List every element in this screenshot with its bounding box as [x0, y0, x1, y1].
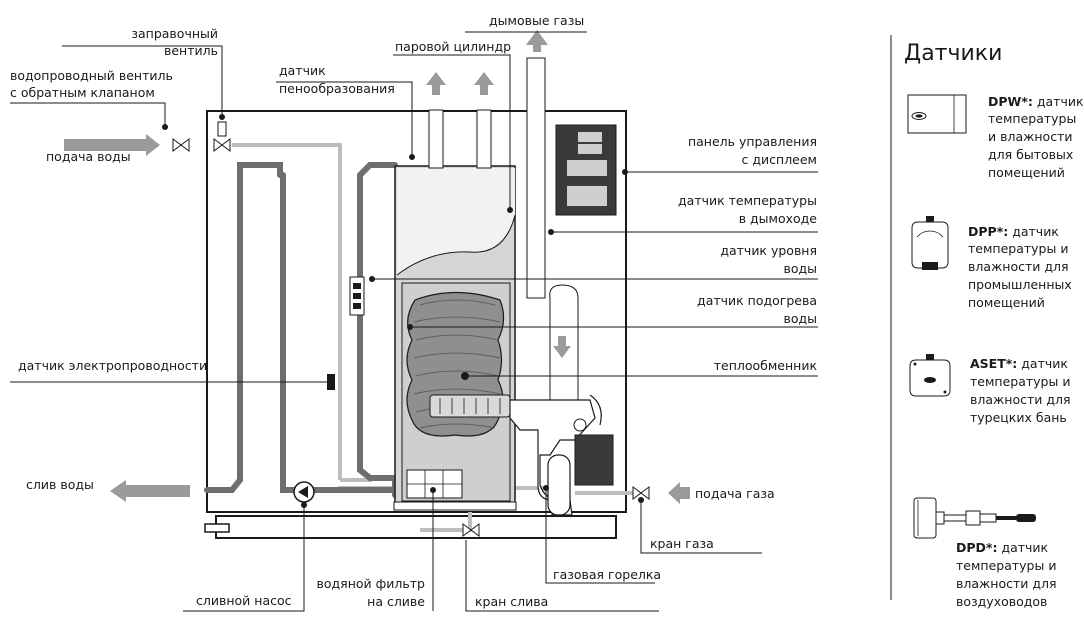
label-steam-cylinder: паровой цилиндр	[395, 39, 511, 54]
leader-dots	[162, 114, 644, 508]
label-gas-burner: газовая горелка	[553, 567, 661, 582]
sensor-dpw-line-2: и влажности	[988, 129, 1072, 144]
label-fill-valve-1: заправочный	[131, 26, 218, 41]
label-heat-exchanger: теплообменник	[714, 358, 818, 373]
steam-outlets	[428, 109, 492, 169]
flue-duct	[526, 30, 579, 401]
drain-stub	[204, 523, 230, 533]
sensor-dpw-line-0: датчик	[1037, 94, 1084, 109]
label-water-supply: подача воды	[46, 149, 131, 164]
label-water-valve-2: с обратным клапаном	[10, 85, 155, 100]
label-control-panel-2: с дисплеем	[742, 152, 817, 167]
label-flue-gases: дымовые газы	[489, 13, 584, 28]
sensor-aset-text: ASET*: датчик температуры и влажности дл…	[970, 356, 1071, 425]
sensor-aset-line-0: датчик	[1021, 356, 1068, 371]
sensor-aset-code: ASET*:	[970, 356, 1017, 371]
label-gas-supply: подача газа	[695, 486, 775, 501]
sensor-dpd-text: DPD*: датчик температуры и влажности для…	[956, 540, 1057, 609]
label-water-drain: слив воды	[26, 477, 94, 492]
drain-filter-icon	[406, 469, 463, 499]
sensor-dpp-line-3: промышленных	[968, 277, 1072, 292]
svg-text:DPP*: датчик: DPP*: датчик	[968, 224, 1059, 239]
label-control-panel-1: панель управления	[688, 134, 817, 149]
label-drain-filter-2: на сливе	[367, 594, 425, 609]
sensor-dpd-line-0: датчик	[1001, 540, 1048, 555]
sensor-dpw-text: DPW*: датчик температуры и влажности для…	[988, 94, 1084, 180]
label-preheat-1: датчик подогрева	[697, 293, 817, 308]
svg-text:DPW*: датчик: DPW*: датчик	[988, 94, 1084, 109]
heat-exchanger	[406, 291, 511, 437]
sensor-dpp-line-1: температуры и	[968, 241, 1068, 256]
label-foam-sensor-1: датчик	[279, 63, 326, 78]
label-water-level-1: датчик уровня	[720, 243, 817, 258]
sensor-dpd-line-2: влажности для	[956, 576, 1057, 591]
base-tray	[215, 515, 617, 539]
sensor-dpp-line-0: датчик	[1012, 224, 1059, 239]
conductivity-sensor-icon	[349, 276, 365, 316]
sensor-dpp-line-2: влажности для	[968, 259, 1069, 274]
valve-icons	[172, 121, 650, 537]
label-water-valve-1: водопроводный вентиль	[10, 68, 173, 83]
industrial-sensor-icon	[911, 216, 949, 270]
sensor-dpp-line-4: помещений	[968, 295, 1045, 310]
label-flue-temp-2: в дымоходе	[739, 211, 818, 226]
sensor-dpp-code: DPP*:	[968, 224, 1008, 239]
duct-sensor-icon	[913, 497, 1036, 539]
steam-up-arrows	[426, 72, 494, 95]
label-flue-temp-1: датчик температуры	[678, 193, 817, 208]
label-water-level-2: воды	[783, 261, 817, 276]
leader-lines	[10, 31, 818, 612]
label-drain-valve: кран слива	[475, 594, 548, 609]
label-foam-sensor-2: пенообразования	[279, 81, 395, 96]
svg-text:ASET*: датчик: ASET*: датчик	[970, 356, 1068, 371]
control-panel	[555, 124, 617, 216]
gas-burner	[509, 394, 614, 516]
sensor-dpd-line-3: воздуховодов	[956, 594, 1047, 609]
bath-sensor-icon	[909, 354, 951, 397]
diagram-labels: заправочный вентиль водопроводный вентил…	[10, 13, 817, 609]
label-conductivity: датчик электропроводности	[18, 358, 207, 373]
drain-pump-icon	[293, 481, 315, 503]
label-drain-pump: сливной насос	[196, 593, 292, 608]
sensor-dpw-code: DPW*:	[988, 94, 1033, 109]
sensor-dpp-text: DPP*: датчик температуры и влажности для…	[968, 224, 1072, 310]
sensor-aset-line-3: турецких бань	[970, 410, 1067, 425]
flow-arrows	[64, 134, 690, 504]
wall-sensor-icon	[907, 94, 967, 134]
sensor-dpw-line-3: для бытовых	[988, 147, 1073, 162]
sensor-dpd-code: DPD*:	[956, 540, 997, 555]
sensor-aset-line-2: влажности для	[970, 392, 1071, 407]
sensor-dpd-line-1: температуры и	[956, 558, 1056, 573]
sensor-aset-line-1: температуры и	[970, 374, 1070, 389]
sensor-dpw-line-1: температуры	[988, 111, 1076, 126]
sensor-dpw-line-4: помещений	[988, 165, 1065, 180]
label-fill-valve-2: вентиль	[164, 43, 218, 58]
label-preheat-2: воды	[783, 311, 817, 326]
sensors-title: Датчики	[904, 41, 1002, 66]
label-drain-filter-1: водяной фильтр	[317, 576, 426, 591]
svg-text:DPD*: датчик: DPD*: датчик	[956, 540, 1049, 555]
label-gas-valve: кран газа	[650, 536, 714, 551]
